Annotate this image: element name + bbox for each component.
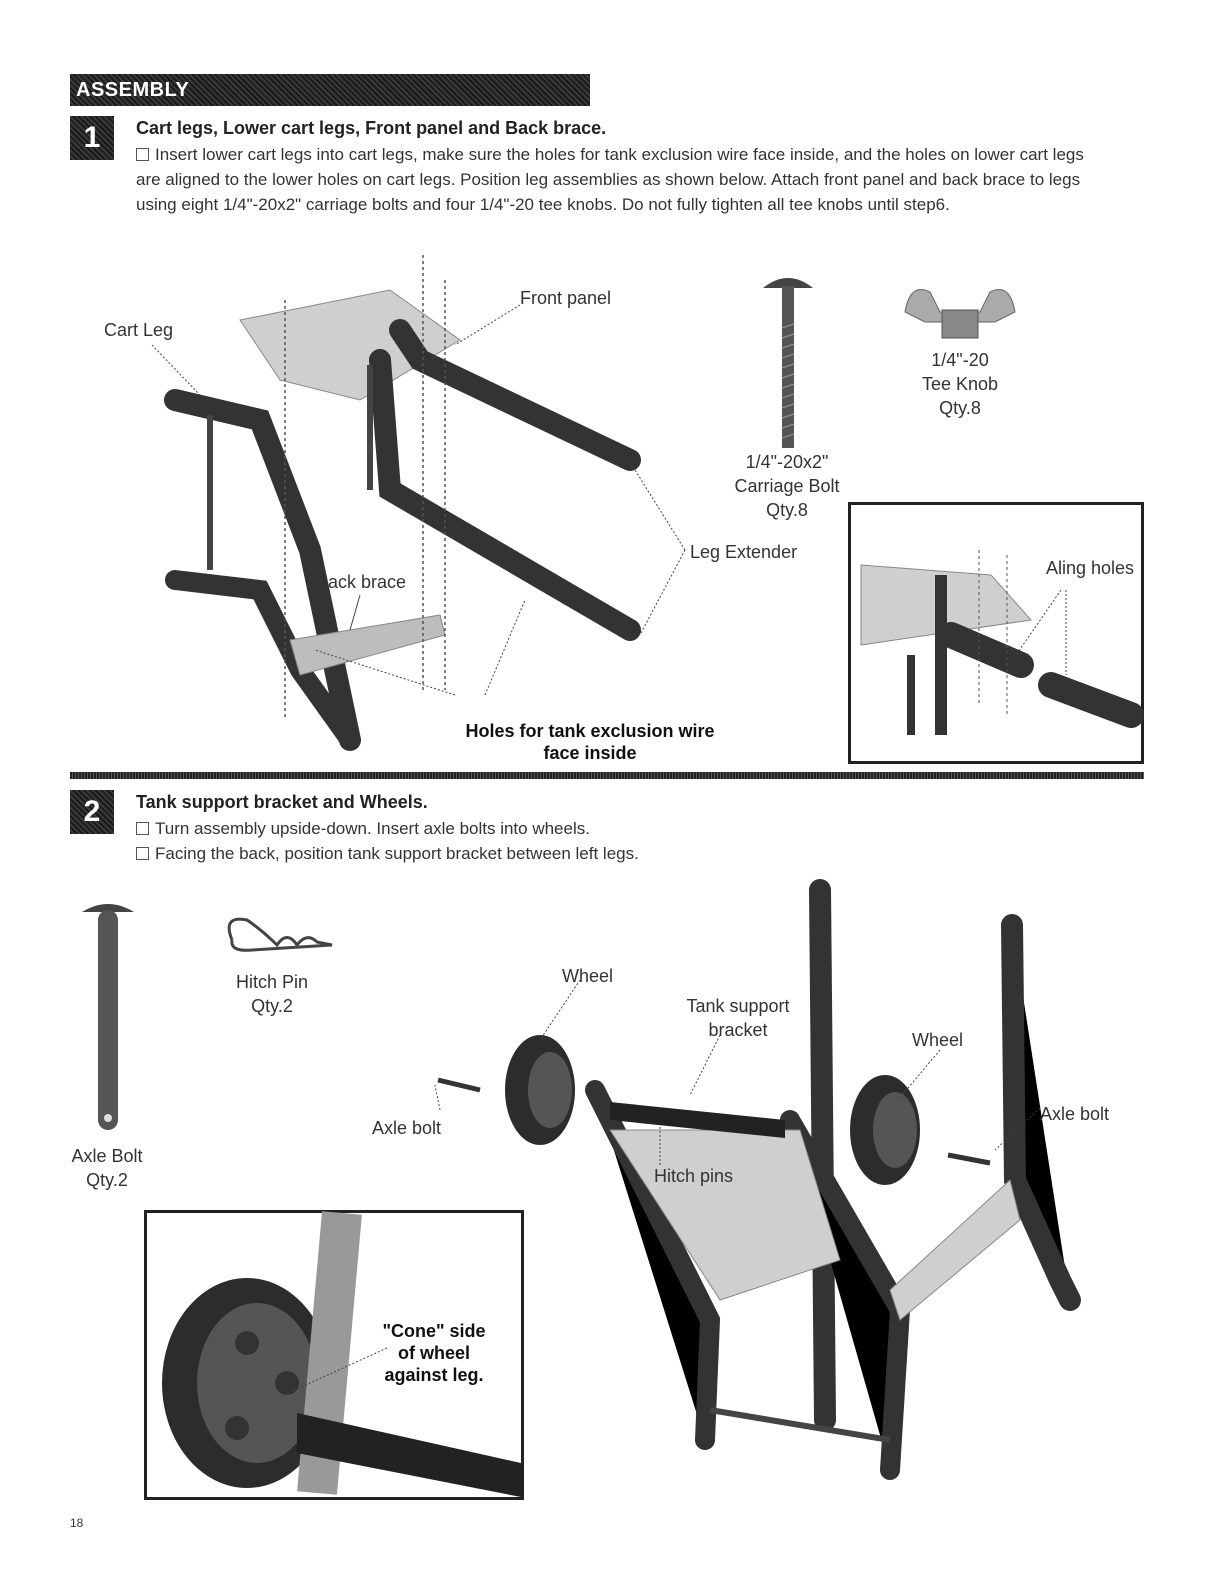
label-tank-support-bracket: Tank support bracket [686, 996, 790, 1040]
step-2-instruction-2: Facing the back, position tank support b… [136, 841, 639, 866]
leader-line [634, 469, 686, 551]
step-2-title: Tank support bracket and Wheels. [136, 792, 428, 812]
label-leg-extender: Leg Extender [690, 542, 798, 562]
page-number: 18 [70, 1516, 84, 1530]
align-holes-illustration [860, 550, 1144, 735]
label-back-brace: Back brace [316, 572, 407, 592]
label-front-panel: Front panel [520, 288, 612, 308]
label-aling-holes: Aling holes [1046, 558, 1135, 578]
axle-bolt-icon [82, 904, 134, 1130]
label-cone-note: "Cone" side of wheel against leg. [382, 1321, 486, 1385]
label-hitch-pin-part: Hitch Pin Qty.2 [235, 972, 309, 1016]
label-tee-knob: 1/4"-20 Tee Knob Qty.8 [921, 350, 999, 418]
label-wheel-left: Wheel [562, 966, 614, 986]
tee-knob-icon [904, 289, 1016, 339]
label-axle-bolt-part: Axle Bolt Qty.2 [71, 1146, 143, 1190]
section-header: ASSEMBLY [70, 74, 590, 106]
leader-line [151, 344, 201, 396]
step-1-instruction: Insert lower cart legs into cart legs, m… [136, 142, 1096, 217]
leg-assembly-illustration [151, 255, 686, 751]
hitch-pin-icon [227, 917, 333, 952]
checkbox-icon [136, 148, 149, 161]
label-holes-note: Holes for tank exclusion wire face insid… [465, 721, 715, 763]
label-axle-bolt-right: Axle bolt [1040, 1104, 1110, 1124]
checkbox-icon [136, 822, 149, 835]
label-hitch-pins: Hitch pins [654, 1166, 734, 1186]
checkbox-icon [136, 847, 149, 860]
cone-side-inset [144, 1210, 524, 1500]
leader-line [484, 599, 526, 696]
align-holes-inset [848, 502, 1144, 764]
cart-leg-right-front [389, 319, 641, 471]
cart-leg-left-rear [165, 570, 360, 750]
label-cart-leg: Cart Leg [104, 320, 174, 340]
leader-line [349, 594, 361, 631]
step-2-instruction-1-text: Turn assembly upside-down. Insert axle b… [155, 819, 590, 838]
cone-side-illustration [162, 1211, 521, 1497]
label-axle-bolt-left: Axle bolt [372, 1118, 442, 1138]
cart-leg-right-rear [369, 349, 641, 641]
leader-line [639, 549, 686, 636]
back-brace-shape [289, 614, 446, 676]
step-2-instruction-2-text: Facing the back, position tank support b… [155, 844, 639, 863]
label-wheel-right: Wheel [912, 1030, 964, 1050]
step-2-instruction-1: Turn assembly upside-down. Insert axle b… [136, 816, 590, 841]
cart-wheels-illustration [434, 879, 1081, 1480]
carriage-bolt-icon [763, 278, 813, 448]
step-2-number: 2 [70, 790, 114, 834]
label-carriage-bolt: 1/4"-20x2" Carriage Bolt Qty.8 [734, 452, 840, 520]
section-divider [70, 772, 1144, 779]
step-1-number: 1 [70, 116, 114, 160]
front-panel-shape [239, 289, 461, 401]
leader-line [314, 649, 456, 696]
leader-line [454, 304, 521, 346]
step-1-title: Cart legs, Lower cart legs, Front panel … [136, 118, 607, 138]
step-1-instruction-text: Insert lower cart legs into cart legs, m… [136, 145, 1084, 214]
